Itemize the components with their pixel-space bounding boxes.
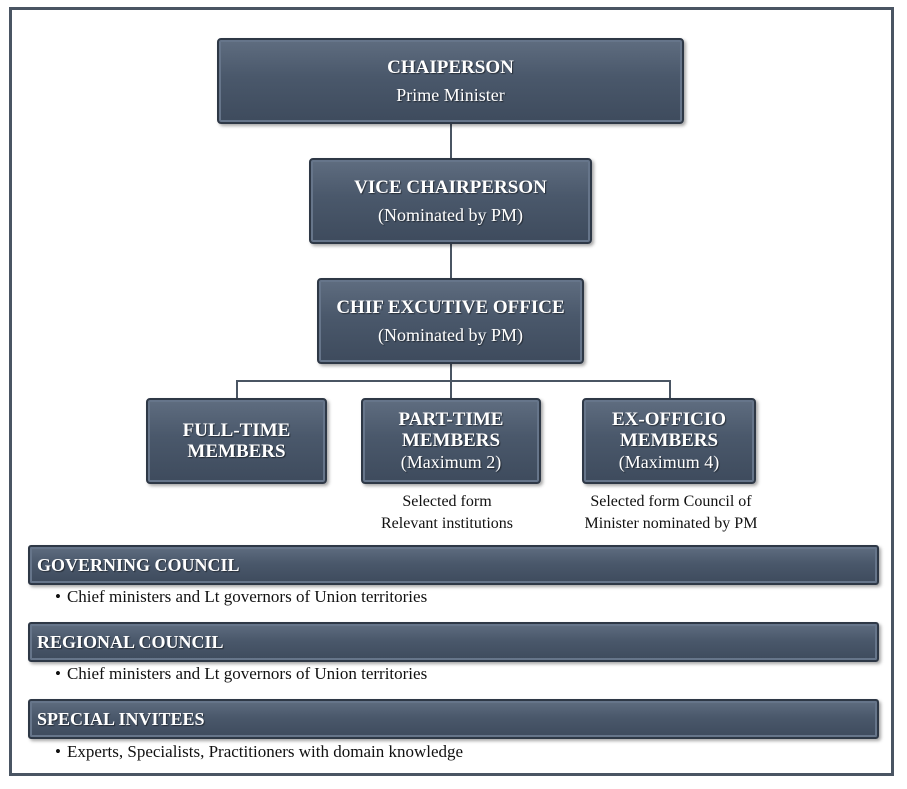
full-time-title-line2: MEMBERS <box>187 441 286 462</box>
bullet-symbol: • <box>55 587 61 606</box>
bullet-symbol: • <box>55 664 61 683</box>
connector-horizontal <box>236 380 671 382</box>
vice-chairperson-title: VICE CHAIRPERSON <box>354 176 547 198</box>
ceo-title: CHIF EXCUTIVE OFFICE <box>336 296 565 318</box>
part-time-title-line2: MEMBERS <box>401 430 501 451</box>
vice-chairperson-subtitle: (Nominated by PM) <box>378 204 523 225</box>
governing-council-bullet-text: Chief ministers and Lt governors of Unio… <box>66 587 428 606</box>
ex-officio-subtitle: (Maximum 4) <box>618 452 720 472</box>
ex-officio-note-line1: Selected form Council of <box>590 493 752 510</box>
connector-chair-vice <box>450 123 452 159</box>
part-time-note: Selected form Relevant institutions <box>347 491 547 535</box>
part-time-title-line1: PART-TIME <box>398 409 504 430</box>
special-invitees-bullet: • Experts, Specialists, Practitioners wit… <box>55 741 463 763</box>
part-time-subtitle: (Maximum 2) <box>400 452 502 472</box>
full-time-members-box: FULL-TIME MEMBERS <box>146 398 327 484</box>
part-time-note-line2: Relevant institutions <box>381 515 513 532</box>
full-time-title-line1: FULL-TIME <box>182 420 291 441</box>
chairperson-box: CHAIPERSON Prime Minister <box>217 38 684 124</box>
ceo-subtitle: (Nominated by PM) <box>378 324 523 345</box>
regional-council-bullet: • Chief ministers and Lt governors of Uni… <box>55 663 427 685</box>
regional-council-bullet-text: Chief ministers and Lt governors of Unio… <box>66 664 428 683</box>
ex-officio-note-line2: Minister nominated by PM <box>584 515 758 532</box>
part-time-members-box: PART-TIME MEMBERS (Maximum 2) <box>361 398 541 484</box>
ex-officio-title-line2: MEMBERS <box>619 430 719 451</box>
connector-ex-officio <box>669 380 671 400</box>
connector-vice-ceo <box>450 243 452 279</box>
chairperson-subtitle: Prime Minister <box>396 84 505 105</box>
bullet-symbol: • <box>55 742 61 761</box>
governing-council-bullet: • Chief ministers and Lt governors of Uni… <box>55 586 427 608</box>
special-invitees-bullet-text: Experts, Specialists, Practitioners with… <box>66 742 464 761</box>
chairperson-title: CHAIPERSON <box>387 56 514 78</box>
ex-officio-members-box: EX-OFFICIO MEMBERS (Maximum 4) <box>582 398 756 484</box>
ceo-box: CHIF EXCUTIVE OFFICE (Nominated by PM) <box>317 278 584 364</box>
diagram-frame <box>9 7 894 776</box>
special-invitees-bar: SPECIAL INVITEES <box>28 699 879 739</box>
connector-full-time <box>236 380 238 400</box>
regional-council-bar: REGIONAL COUNCIL <box>28 622 879 662</box>
governing-council-bar: GOVERNING COUNCIL <box>28 545 879 585</box>
ex-officio-note: Selected form Council of Minister nomina… <box>551 491 791 535</box>
part-time-note-line1: Selected form <box>402 493 492 510</box>
vice-chairperson-box: VICE CHAIRPERSON (Nominated by PM) <box>309 158 592 244</box>
ex-officio-title-line1: EX-OFFICIO <box>612 409 726 430</box>
